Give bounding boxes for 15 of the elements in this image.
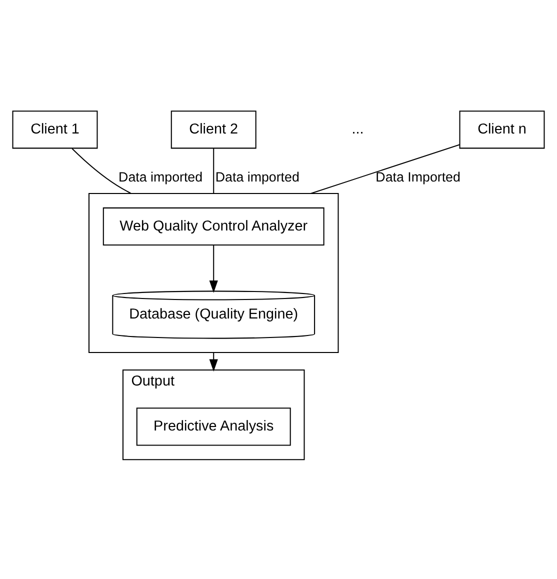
connector [310,144,460,194]
connector [213,148,214,194]
edge-label: Data Imported [376,170,460,185]
label: ... [352,121,364,138]
arrow [209,245,218,293]
edge-label: Data imported [118,170,203,185]
connector [72,148,132,194]
node-box: Client 2 [170,110,256,149]
node-box: Client 1 [12,110,98,149]
edge-label: Data imported [215,170,300,185]
node-box: Predictive Analysis [136,408,291,446]
node-box: Web Quality Control Analyzer [102,207,324,246]
arrow [209,352,218,372]
cluster [88,193,339,354]
node-box: Client n [459,110,545,149]
